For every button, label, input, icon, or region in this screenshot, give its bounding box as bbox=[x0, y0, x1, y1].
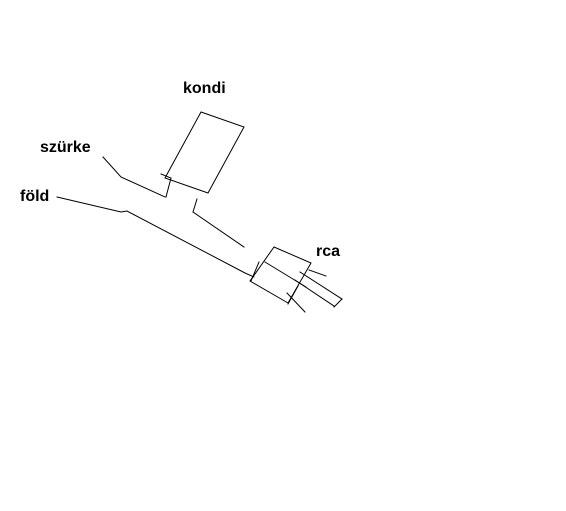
rca-plug-pin-collar bbox=[308, 269, 327, 277]
ground-wire bbox=[56, 196, 255, 278]
capacitor-right-lead bbox=[192, 198, 198, 213]
rca-plug-body bbox=[249, 246, 312, 304]
rca-plug-shell-lower bbox=[286, 292, 306, 313]
capacitor-to-rca-wire bbox=[192, 211, 245, 248]
rca-label: rca bbox=[316, 243, 340, 260]
rca-plug-tick-left bbox=[250, 261, 260, 282]
rca-plug-pin-bottom bbox=[294, 279, 335, 307]
rca-plug-pin-tip bbox=[333, 298, 343, 308]
rca-plug-pin-top bbox=[299, 271, 343, 300]
capacitor-body bbox=[164, 111, 245, 194]
grey-wire-label: szürke bbox=[40, 139, 91, 156]
grey-wire bbox=[102, 156, 166, 198]
rca-plug-tick-right bbox=[287, 285, 299, 305]
capacitor-label: kondi bbox=[183, 80, 226, 97]
ground-wire-label: föld bbox=[20, 188, 49, 205]
capacitor-left-lead bbox=[160, 173, 172, 198]
